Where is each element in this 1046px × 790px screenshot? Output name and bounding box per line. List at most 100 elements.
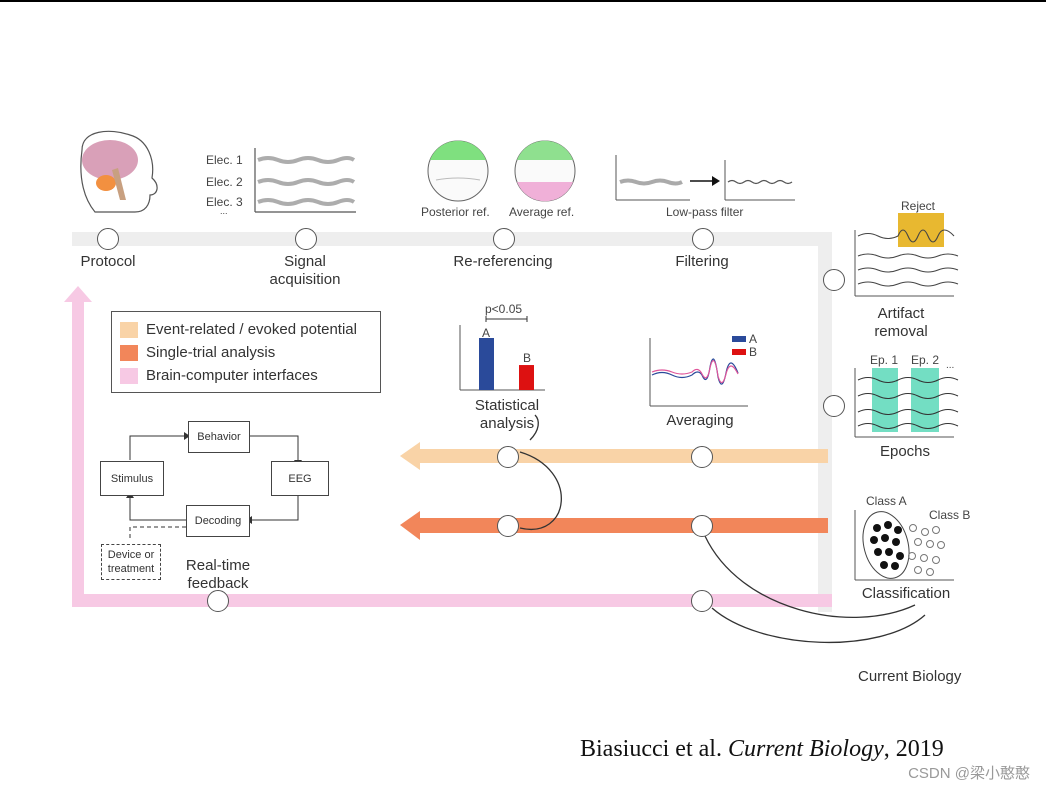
eeg-traces (257, 156, 356, 206)
legend-item-single-trial: Single-trial analysis (120, 344, 275, 364)
elec-2-label: Elec. 2 (206, 175, 243, 189)
legend-label-single-trial: Single-trial analysis (146, 344, 276, 361)
class-a-label: Class A (866, 494, 907, 508)
label-realtime: Real-time (185, 557, 251, 574)
node-averaging-single-trial (691, 515, 713, 537)
node-signal-acquisition (295, 228, 317, 250)
citation-journal: Current Biology (727, 736, 884, 762)
main-path-right (818, 232, 832, 612)
epoch-traces (857, 376, 959, 430)
pathway-legend: Event-related / evoked potential Single-… (111, 311, 381, 393)
single-trial-path (418, 518, 828, 533)
node-protocol (97, 228, 119, 250)
node-re-referencing (493, 228, 515, 250)
label-re-referencing: Re-referencing (453, 253, 553, 270)
posterior-ref-label: Posterior ref. (421, 205, 490, 219)
device-label: Device or (107, 549, 155, 561)
class-a-boundary (862, 511, 910, 579)
eeg-box: EEG (271, 461, 329, 496)
stats-bars (479, 338, 534, 390)
stats-bar-a (479, 338, 494, 390)
legend-label-erp: Event-related / evoked potential (146, 321, 357, 338)
bar-a-label: A (482, 326, 491, 340)
node-filtering (692, 228, 714, 250)
stats-bar-b (519, 365, 534, 390)
low-pass-label: Low-pass filter (666, 205, 744, 219)
bci-path-bottom (72, 594, 832, 607)
top-border (0, 0, 1046, 2)
decoding-box: Decoding (186, 505, 250, 537)
artifact-traces (857, 229, 959, 287)
device-treatment-box: Device or treatment (101, 544, 161, 580)
reject-highlight (898, 213, 944, 247)
bci-path-left (72, 300, 84, 607)
node-epochs (823, 395, 845, 417)
label-statistical: Statistical (474, 397, 540, 414)
filtered-signal (727, 179, 793, 185)
legend-swatch-erp (120, 322, 138, 339)
node-feedback-bci (207, 590, 229, 612)
label-artifact-1: Artifact (877, 305, 925, 322)
feedback-loop-arrows (129, 435, 299, 540)
bci-arrow-head (64, 286, 92, 302)
citation: Biasiucci et al. Current Biology, 2019 (580, 736, 944, 763)
classification-connector-1 (704, 535, 916, 618)
average-ref-label: Average ref. (509, 205, 575, 219)
label-epochs: Epochs (879, 443, 931, 460)
label-filtering: Filtering (675, 253, 729, 270)
bar-b-label: B (523, 351, 532, 365)
avg-wave-b (651, 360, 739, 384)
watermark: CSDN @梁小憨憨 (908, 765, 1030, 782)
legend-swatch-bci (120, 368, 138, 385)
elec-1-label: Elec. 1 (206, 153, 243, 167)
erp-arrow-head (400, 442, 420, 470)
single-trial-arrow-head (400, 511, 420, 540)
node-artifact-removal (823, 269, 845, 291)
journal-label: Current Biology (858, 668, 962, 685)
avg-wave-a (651, 358, 739, 385)
citation-year: , 2019 (883, 736, 944, 762)
class-b-points (908, 524, 945, 576)
epoch-2-highlight (911, 368, 939, 432)
reject-label: Reject (901, 199, 936, 213)
node-stats-erp (497, 446, 519, 468)
stimulus-box: Stimulus (100, 461, 164, 496)
legend-swatch-single-trial (120, 345, 138, 362)
main-path-top (72, 232, 832, 246)
label-classification: Classification (861, 585, 951, 602)
erp-path (418, 449, 828, 463)
class-a-points (870, 521, 904, 570)
behavior-box: Behavior (188, 421, 250, 453)
brain-head-icon (80, 130, 158, 213)
epoch-2-label: Ep. 2 (911, 353, 940, 367)
citation-authors: Biasiucci et al. (580, 736, 722, 762)
label-protocol: Protocol (80, 253, 136, 270)
label-feedback: feedback (187, 575, 249, 592)
avg-legend-a-swatch (732, 336, 746, 342)
posterior-ref-scalp (427, 140, 489, 202)
label-analysis: analysis (479, 415, 535, 432)
avg-legend-b-swatch (732, 349, 746, 355)
elec-3-label: Elec. 3 (206, 195, 243, 209)
node-classification-bci (691, 590, 713, 612)
epoch-1-label: Ep. 1 (870, 353, 899, 367)
epoch-1-highlight (872, 368, 898, 432)
stats-connector-top (529, 414, 539, 441)
legend-item-bci: Brain-computer interfaces (120, 367, 318, 387)
treatment-label: treatment (107, 563, 155, 575)
legend-label-bci: Brain-computer interfaces (146, 367, 318, 384)
legend-item-erp: Event-related / evoked potential (120, 321, 357, 341)
label-artifact-2: removal (874, 323, 928, 340)
avg-legend-b: B (749, 345, 758, 359)
average-ref-scalp (514, 140, 576, 202)
stats-connector (519, 451, 562, 531)
label-signal-2: acquisition (269, 271, 341, 288)
label-averaging: Averaging (666, 412, 734, 429)
class-b-label: Class B (929, 508, 971, 522)
node-stats-single-trial (497, 515, 519, 537)
epoch-more-label: ... (946, 360, 955, 371)
label-signal-1: Signal (284, 253, 326, 270)
avg-legend-a: A (749, 332, 758, 346)
elec-more-label: ... (220, 206, 228, 216)
